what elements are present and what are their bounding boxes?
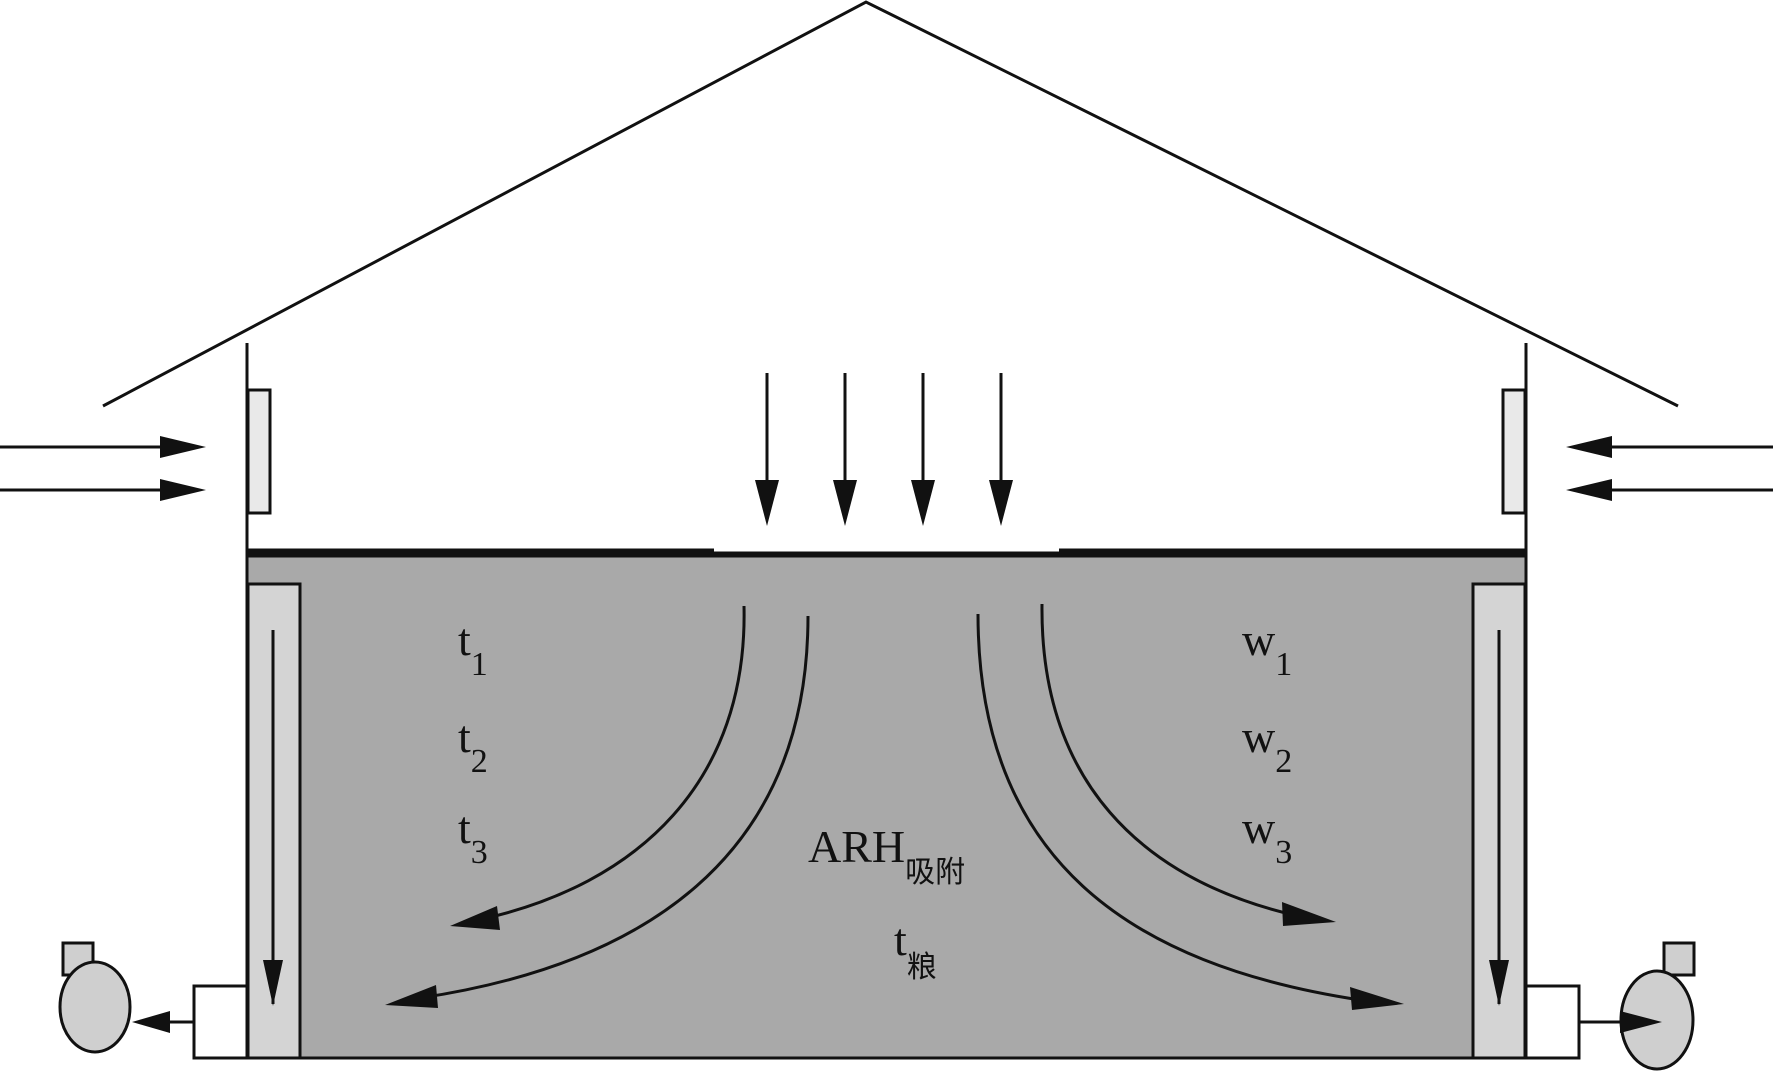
label-t3: t3 — [458, 802, 488, 871]
label-t1: t1 — [458, 614, 488, 683]
left-wall-vent — [246, 388, 272, 515]
left-fan-connector — [192, 984, 249, 1060]
left-duct-arrowhead — [263, 960, 283, 1006]
label-w3: w3 — [1242, 802, 1292, 871]
left-inflow-arrowhead-1 — [160, 436, 206, 458]
fan-icon — [58, 941, 132, 1054]
flow-arrowhead-left-outer — [385, 985, 438, 1008]
downflow-arrows — [755, 373, 1013, 526]
flow-curve-right-outer — [976, 613, 1361, 1002]
right-exhaust-arrowhead — [1620, 1011, 1662, 1033]
label-w2: w2 — [1242, 711, 1292, 780]
label-w1: w1 — [1242, 614, 1292, 683]
roof — [102, 0, 1679, 408]
right-inflow-arrowhead-1 — [1566, 436, 1612, 458]
right-wall-vent — [1501, 388, 1527, 515]
label-arh-adsorption: ARH吸附 — [808, 821, 965, 890]
flow-arrowhead-left-inner — [450, 906, 500, 930]
flow-arrowhead-right-inner — [1282, 902, 1336, 926]
left-exhaust-arrowhead — [132, 1011, 170, 1033]
flow-curve-left-outer — [419, 615, 810, 1000]
label-t2: t2 — [458, 711, 488, 780]
flow-curves — [419, 603, 1361, 1002]
flow-curve-left-inner — [477, 605, 746, 922]
right-inflow-arrowhead-2 — [1566, 479, 1612, 501]
flow-curve-right-inner — [1040, 603, 1299, 918]
right-fan-connector — [1524, 984, 1581, 1060]
flow-arrowhead-right-outer — [1350, 987, 1404, 1010]
label-t-grain: t粮 — [894, 914, 937, 985]
grain-mass — [245, 551, 1528, 1060]
right-duct-arrowhead — [1489, 960, 1509, 1006]
left-inflow-arrowhead-2 — [160, 479, 206, 501]
fan-icon — [1619, 941, 1696, 1071]
